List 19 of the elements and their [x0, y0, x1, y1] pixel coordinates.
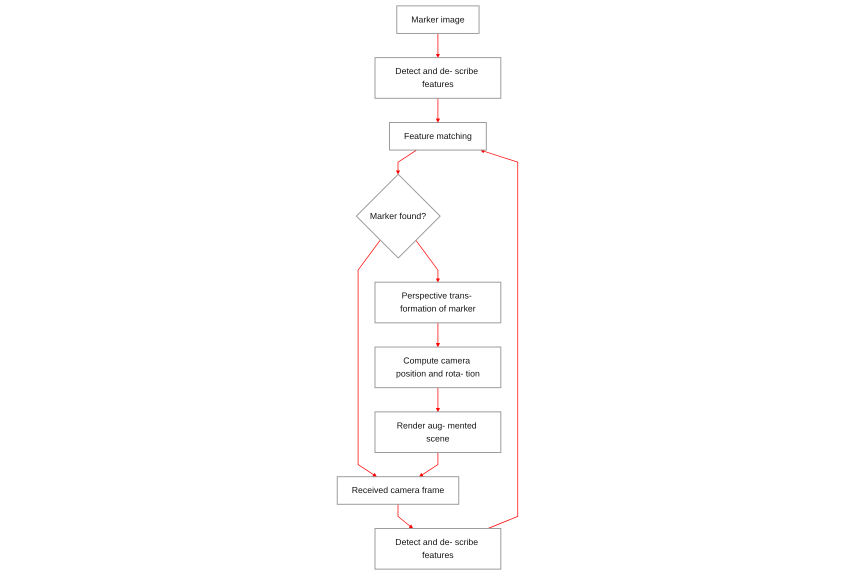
arrow — [398, 504, 414, 529]
node-box: Feature matching — [389, 122, 487, 151]
node-box: Detect and de- scribe features — [374, 57, 502, 99]
arrow — [480, 149, 518, 529]
arrow — [436, 322, 440, 348]
arrow — [358, 240, 381, 477]
arrow — [396, 150, 417, 174]
node-box: Marker image — [396, 5, 480, 34]
arrow — [436, 98, 440, 123]
arrow — [419, 452, 438, 477]
node-box: Received camera frame — [336, 476, 460, 505]
node-box: Detect and de- scribe features — [374, 528, 502, 570]
arrow — [436, 33, 440, 58]
node-box: Perspective trans- formation of marker — [374, 282, 502, 324]
arrow — [415, 240, 440, 282]
node-box: Render aug- mented scene — [374, 411, 502, 453]
arrow — [436, 387, 440, 412]
node-diamond: Marker found? — [356, 174, 441, 259]
node-box: Compute camera position and rota- tion — [374, 346, 502, 388]
